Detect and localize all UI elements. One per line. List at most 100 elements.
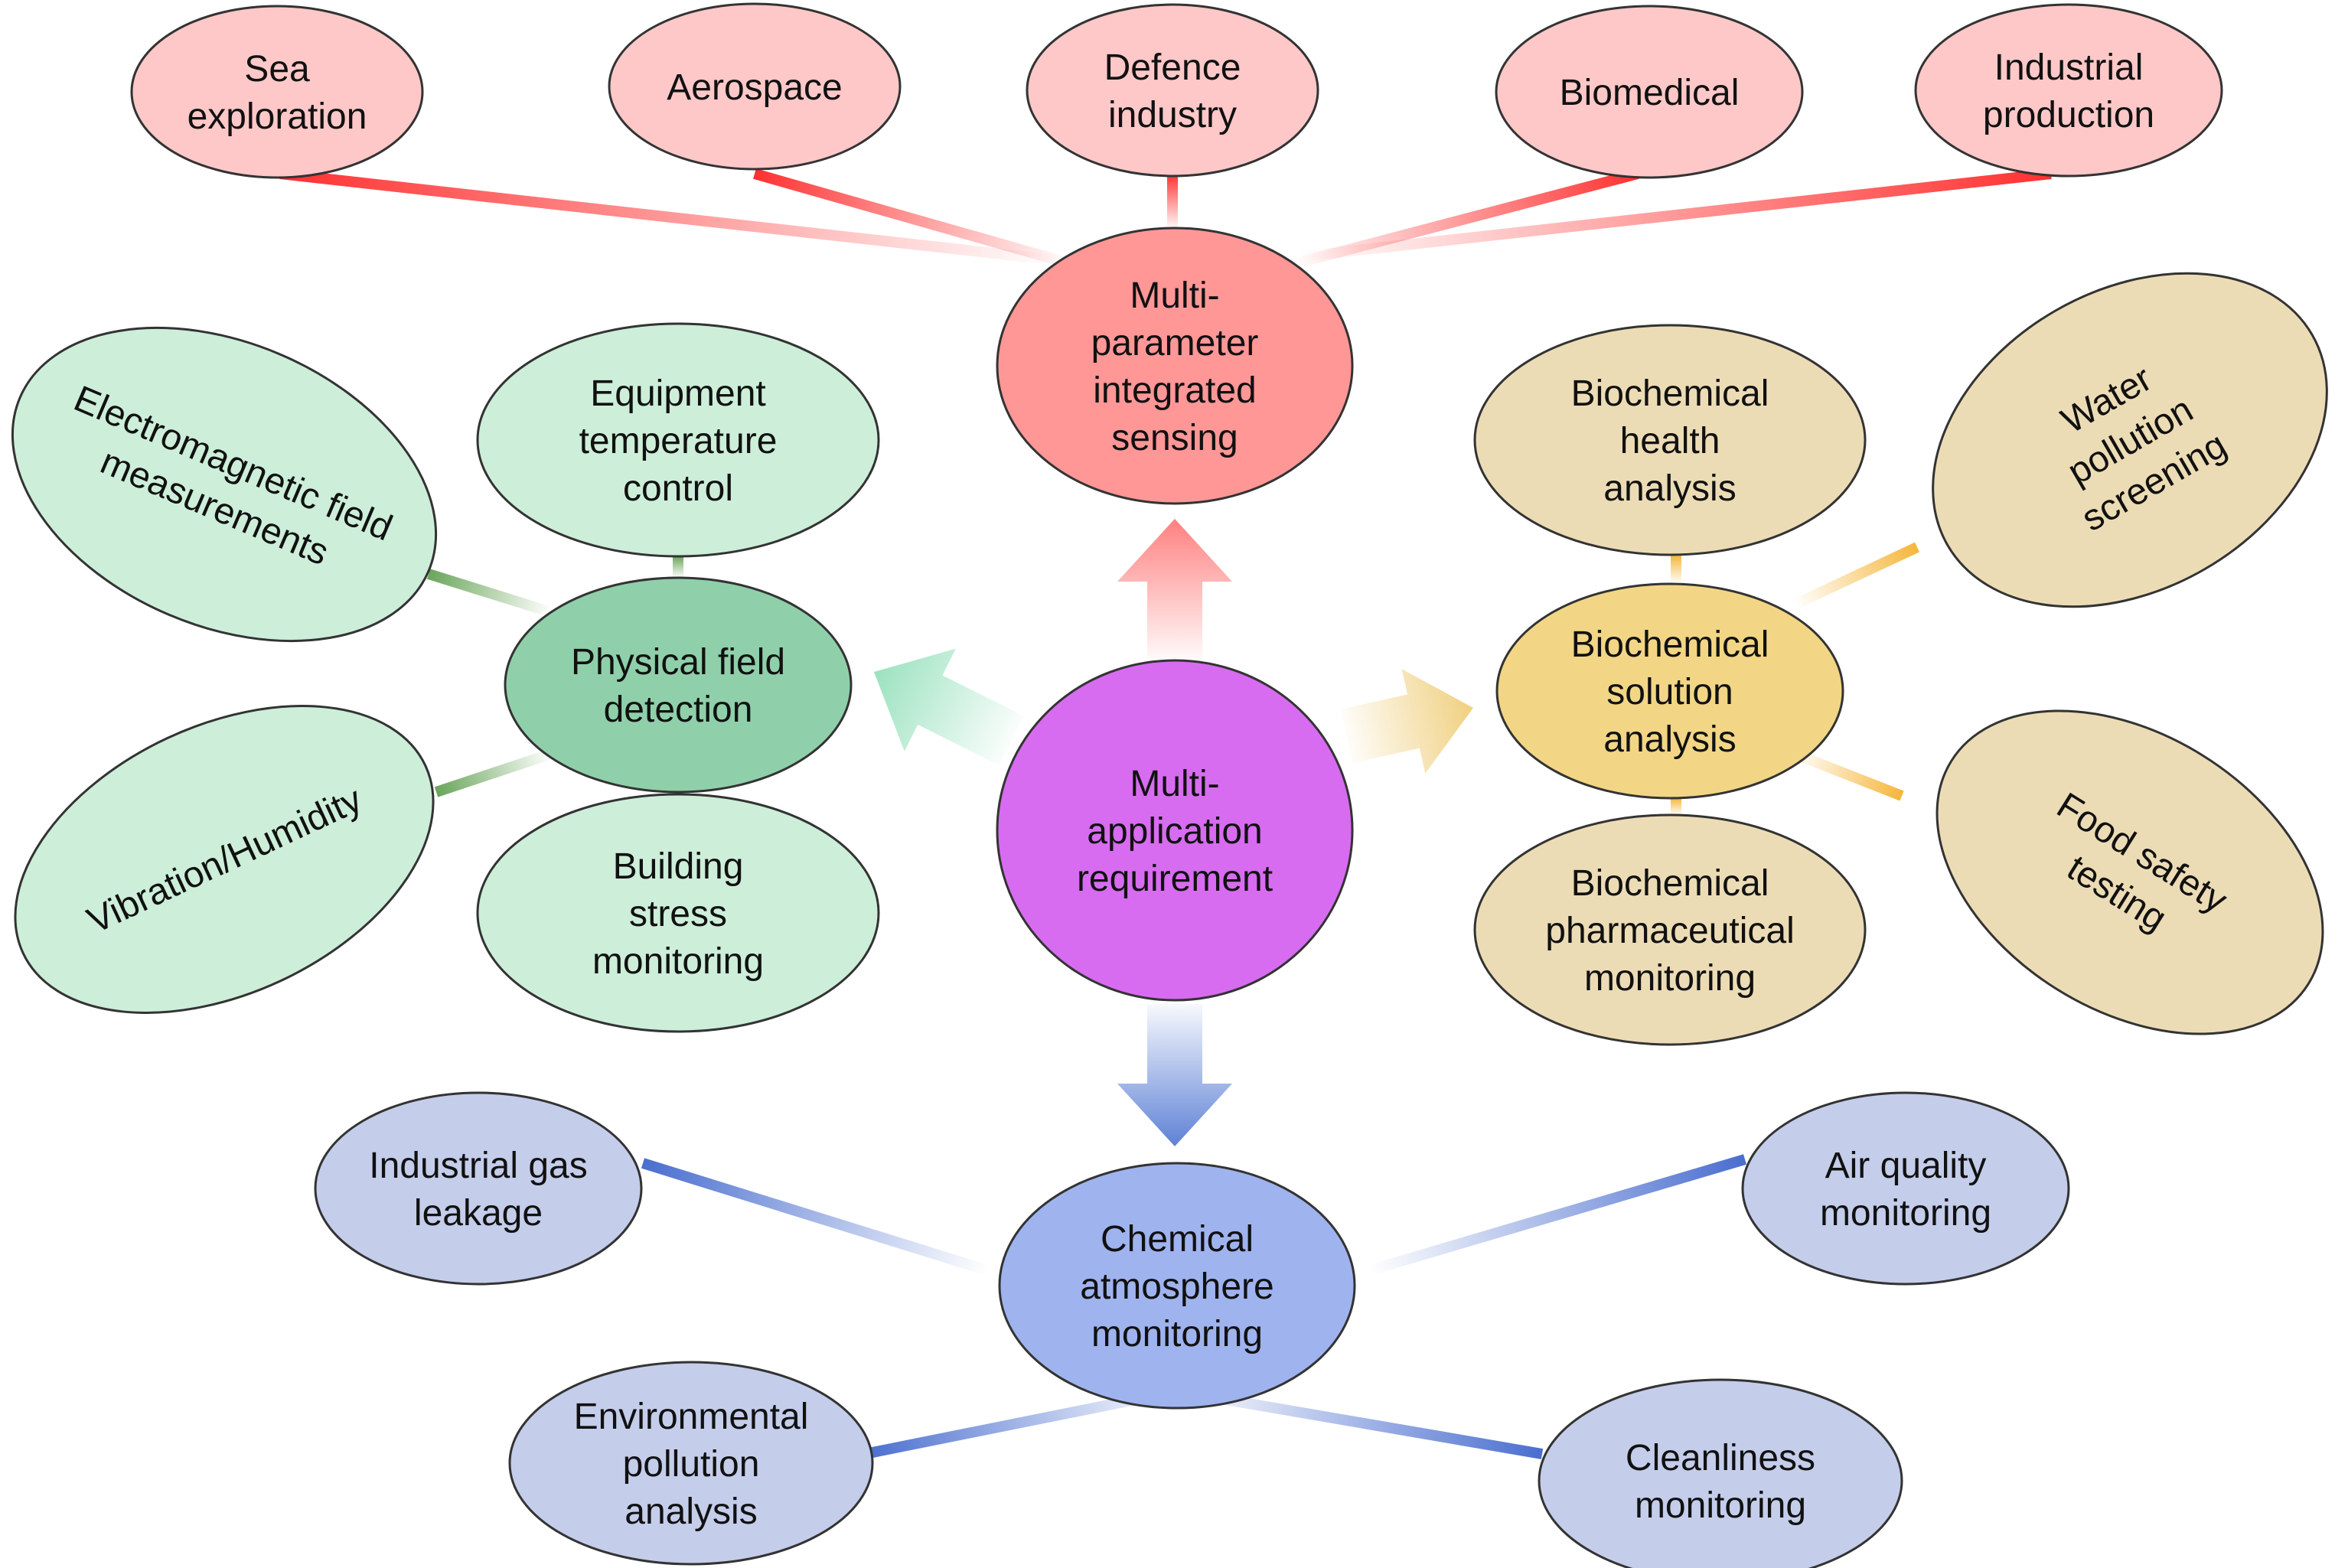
leaf-bottom-0-label-line: leakage (414, 1193, 543, 1234)
leaf-left-3-label-line: stress (629, 894, 727, 934)
leaf-left-0: Electromagnetic fieldmeasurements (11, 326, 438, 643)
hub-right-label-line: analysis (1603, 719, 1736, 760)
leaf-right-3-label: Biochemical pharmaceutical monitoring (1545, 863, 1795, 999)
arrow-to-bottom-hub (1117, 1004, 1232, 1146)
leaf-bottom-3-label-line: Cleanliness (1626, 1438, 1815, 1478)
leaf-left-1-shape (476, 322, 880, 558)
leaf-left-3: Building stress monitoring (476, 793, 880, 1033)
hub-left-label-line: Physical field (571, 642, 785, 683)
leaf-left-3-shape (476, 793, 880, 1033)
leaf-top-2: Defence industry (1026, 3, 1319, 178)
hub-top: Multi-parameter integrated sensing (996, 227, 1354, 505)
center-node-label-line: Multi- (1130, 764, 1219, 804)
leaf-right-0-shape (1473, 324, 1867, 556)
leaf-right-2: Food safetytesting (1936, 709, 2324, 1035)
leaf-bottom-0-label-line: Industrial gas (369, 1146, 588, 1186)
leaf-top-2-label: Defence industry (1104, 47, 1241, 135)
leaf-right-3-label-line: monitoring (1584, 958, 1756, 999)
connector-bottom-1 (1368, 1154, 1746, 1276)
leaf-right-0-label: Biochemical health analysis (1571, 373, 1769, 509)
arrow-to-left-hub (874, 648, 1025, 766)
leaf-bottom-0: Industrial gas leakage (314, 1091, 643, 1286)
leaf-left-0-shape (11, 326, 438, 643)
connector-top-1 (753, 168, 1073, 269)
leaf-left-1-label-line: temperature (579, 421, 778, 461)
leaf-top-3: Biomedical (1495, 5, 1804, 179)
leaf-left-3-label-line: monitoring (592, 941, 764, 982)
leaf-right-2-shape (1936, 709, 2324, 1035)
center-node-label-line: requirement (1077, 859, 1273, 899)
leaf-top-2-label-line: Defence (1104, 47, 1241, 88)
hub-left-shape (504, 576, 853, 794)
leaf-right-1: Waterpollutionscreening (1932, 272, 2328, 608)
hub-left: Physical field detection (504, 576, 853, 794)
leaf-bottom-3-label: Cleanliness monitoring (1626, 1438, 1815, 1526)
leaf-top-1-label: Aerospace (667, 67, 842, 108)
leaf-left-1-label-line: control (623, 468, 733, 509)
leaf-top-4-shape (1914, 3, 2223, 178)
hub-top-label-line: sensing (1111, 418, 1238, 458)
hub-left-label: Physical field detection (571, 642, 785, 730)
leaf-top-0-label: Sea exploration (188, 49, 367, 137)
hub-right-shape (1495, 582, 1844, 800)
leaf-bottom-3-label-line: monitoring (1635, 1485, 1806, 1526)
center-node-shape (996, 659, 1354, 1002)
leaf-top-3-label: Biomedical (1560, 73, 1740, 113)
leaf-top-0-label-line: exploration (188, 96, 367, 137)
leaf-left-1-label-line: Equipment (590, 373, 765, 414)
leaf-left-3-label-line: Building (613, 846, 744, 887)
connector-lines (279, 168, 2052, 1459)
leaf-bottom-3-shape (1538, 1378, 1903, 1568)
leaf-top-4-label-line: production (1983, 95, 2154, 135)
leaf-left-3-label: Building stress monitoring (592, 846, 764, 982)
hub-top-shape (996, 227, 1354, 505)
leaf-bottom-1-label-line: Air quality (1825, 1146, 1987, 1186)
connector-top-4 (1300, 168, 2052, 262)
center-node-label: Multi-application requirement (1077, 764, 1273, 899)
hub-top-label-line: Multi- (1130, 275, 1219, 316)
leaf-top-0: Sea exploration (130, 5, 424, 179)
hub-top-label-line: integrated (1093, 370, 1257, 411)
leaf-left-1-label: Equipment temperature control (579, 373, 778, 509)
leaf-top-3-label-line: Biomedical (1560, 73, 1740, 113)
leaf-top-2-shape (1026, 3, 1319, 178)
leaf-bottom-1-shape (1741, 1091, 2070, 1286)
leaf-top-1-label-line: Aerospace (667, 67, 842, 108)
leaf-right-0-label-line: health (1620, 421, 1720, 461)
leaf-bottom-0-shape (314, 1091, 643, 1286)
leaf-top-0-label-line: Sea (244, 49, 310, 90)
hub-top-label-line: parameter (1091, 323, 1259, 363)
leaf-top-1-shape (608, 2, 902, 171)
leaf-bottom-2-label-line: pollution (623, 1444, 760, 1485)
center-node: Multi-application requirement (996, 659, 1354, 1002)
leaf-left-2: Vibration/Humidity (14, 705, 435, 1014)
leaf-top-2-label-line: industry (1108, 95, 1237, 135)
arrow-to-right-hub (1341, 669, 1473, 774)
hub-left-label-line: detection (604, 689, 753, 730)
leaf-right-0-label-line: Biochemical (1571, 373, 1769, 414)
leaf-bottom-3: Cleanliness monitoring (1538, 1378, 1903, 1568)
leaf-right-3-label-line: pharmaceutical (1545, 911, 1795, 951)
connector-top-0 (279, 168, 1057, 266)
leaf-right-3-label-line: Biochemical (1571, 863, 1769, 904)
center-node-label-line: application (1087, 811, 1263, 852)
connector-left-0 (426, 569, 553, 618)
leaf-right-0-label-line: analysis (1603, 468, 1736, 509)
connector-bottom-0 (641, 1158, 990, 1276)
leaf-bottom-2-shape (508, 1361, 874, 1566)
hub-right-label-line: Biochemical (1571, 624, 1769, 665)
leaf-bottom-2-label-line: Environmental (574, 1397, 809, 1437)
leaf-right-1-shape (1932, 272, 2328, 608)
leaf-top-0-shape (130, 5, 424, 179)
leaf-left-2-shape (14, 705, 435, 1014)
connector-right-1 (1792, 542, 1919, 610)
leaf-top-3-shape (1495, 5, 1804, 179)
